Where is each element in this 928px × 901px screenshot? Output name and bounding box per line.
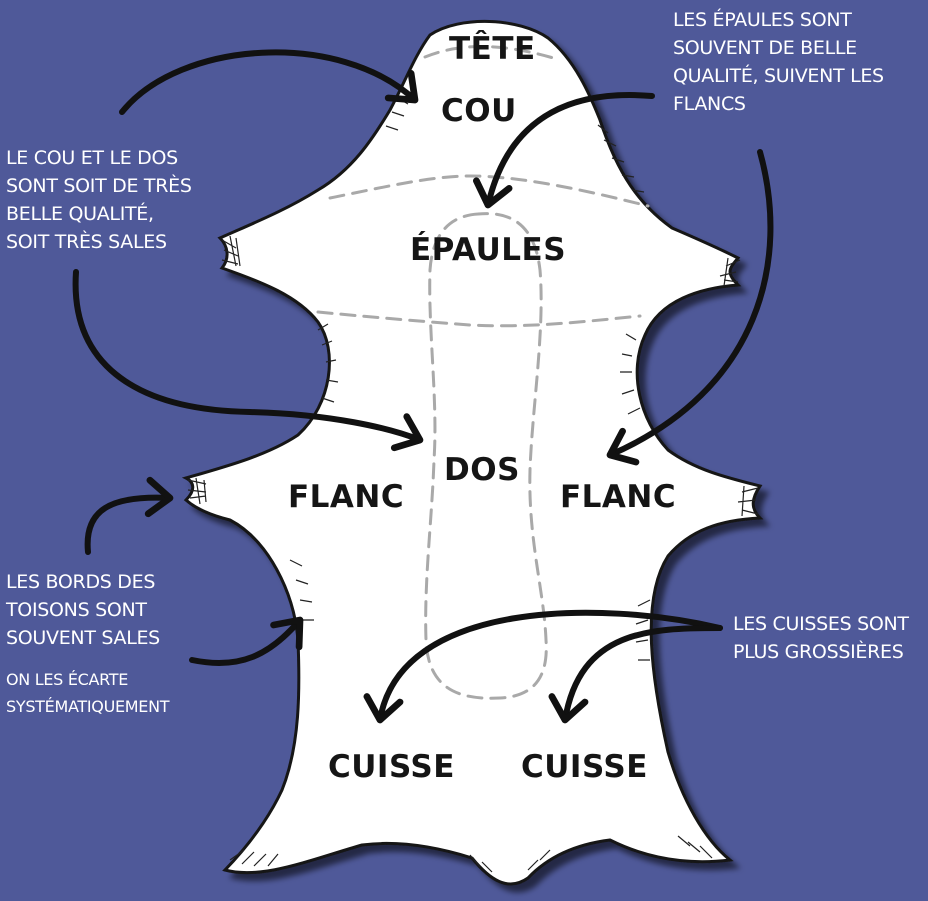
label-cou: COU xyxy=(441,93,517,129)
note-epaules: LES ÉPAULES SONT SOUVENT DE BELLE QUALIT… xyxy=(673,6,884,118)
label-flanc-left: FLANC xyxy=(288,479,404,515)
note-bords-sub: ON LES ÉCARTE SYSTÉMATIQUEMENT xyxy=(6,666,169,720)
label-flanc-right: FLANC xyxy=(560,479,676,515)
arrow-to-cou xyxy=(122,52,415,112)
note-cou-dos: LE COU ET LE DOS SONT SOIT DE TRÈS BELLE… xyxy=(6,144,192,256)
label-epaules: ÉPAULES xyxy=(410,232,566,268)
label-cuisse-left: CUISSE xyxy=(328,749,455,785)
note-bords: LES BORDS DES TOISONS SONT SOUVENT SALES xyxy=(6,568,160,652)
label-cuisse-right: CUISSE xyxy=(521,749,648,785)
arrow-to-lower-left-edge xyxy=(192,620,300,663)
label-tete: TÊTE xyxy=(449,31,536,67)
note-cuisses: LES CUISSES SONT PLUS GROSSIÈRES xyxy=(733,610,909,666)
label-dos: DOS xyxy=(444,452,520,488)
arrow-to-left-edge xyxy=(88,498,170,552)
